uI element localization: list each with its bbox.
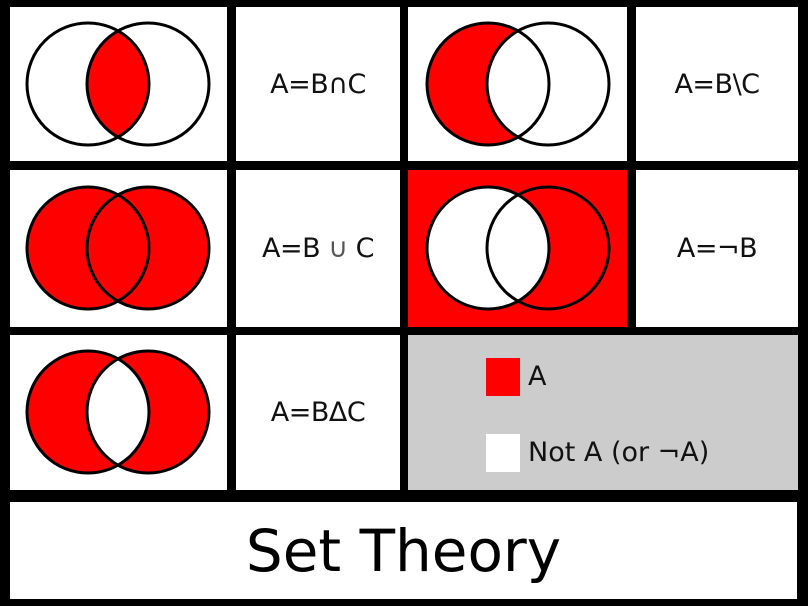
venn-complement-diagram <box>425 185 611 311</box>
label-complement: A=¬B <box>636 170 798 327</box>
page-title: Set Theory <box>10 502 797 599</box>
label-intersection: A=B∩C <box>236 7 400 161</box>
formula-union: A=B ∪ C <box>262 233 374 264</box>
label-symmetric-difference: A=BΔC <box>236 335 400 490</box>
legend-swatch-a-icon <box>486 358 520 396</box>
legend-label-not-a: Not A (or ¬A) <box>528 437 710 468</box>
legend: A Not A (or ¬A) <box>408 335 798 490</box>
venn-intersection-diagram <box>25 21 211 147</box>
venn-union-diagram <box>25 185 211 311</box>
formula-intersection: A=B∩C <box>270 68 366 100</box>
formula-symmetric-difference: A=BΔC <box>270 397 366 428</box>
venn-symmetric-difference-diagram <box>25 349 211 475</box>
formula-complement: A=¬B <box>676 233 758 264</box>
formula-difference: A=B\C <box>674 68 760 100</box>
venn-difference-cell <box>408 7 627 161</box>
legend-swatch-not-a-icon <box>486 434 520 472</box>
label-union: A=B ∪ C <box>236 170 400 327</box>
venn-difference-diagram <box>425 21 611 147</box>
venn-complement-cell <box>408 170 627 327</box>
venn-union-cell <box>10 170 227 327</box>
venn-symmetric-difference-cell <box>10 335 227 490</box>
label-difference: A=B\C <box>636 7 798 161</box>
union-symbol: ∪ <box>328 233 348 264</box>
legend-label-a: A <box>528 361 547 392</box>
venn-intersection-cell <box>10 7 227 161</box>
